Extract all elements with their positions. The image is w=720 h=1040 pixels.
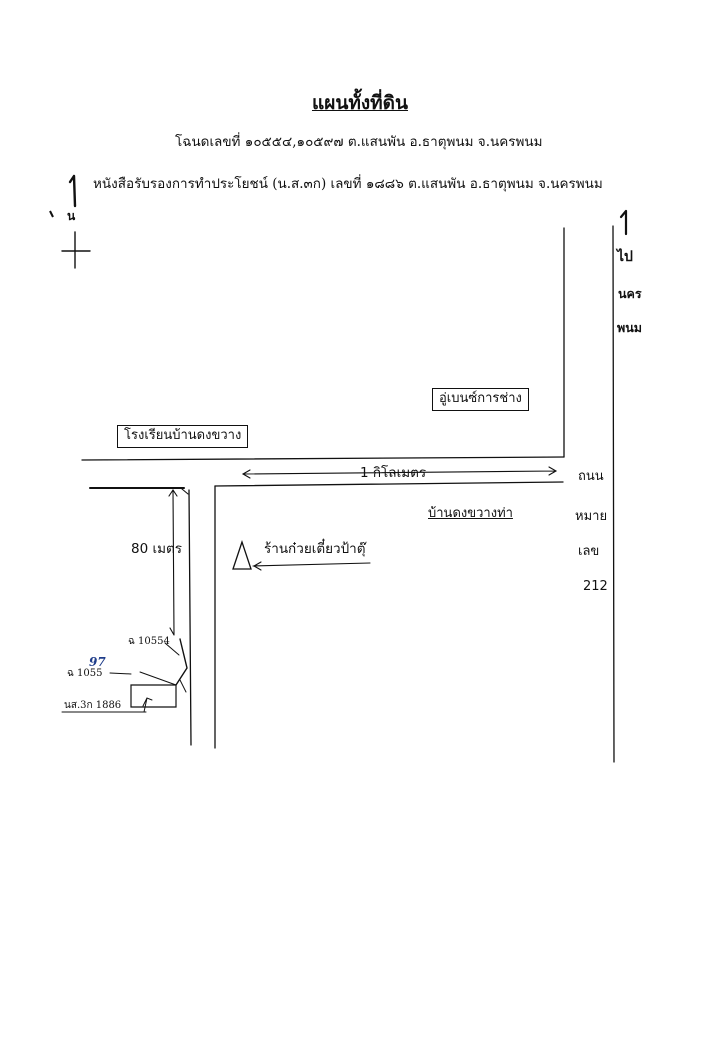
leader-ns3k-arrow <box>142 697 153 713</box>
direction-line-2: นคร <box>618 286 642 301</box>
direction-arrow <box>619 209 628 236</box>
ns3k-label: นส.3ก 1886 <box>64 700 122 711</box>
chanote-10554-label: ฉ 10554 <box>128 636 170 647</box>
main-road-top-edge <box>81 456 565 461</box>
direction-line-3: พนม <box>617 320 643 335</box>
shop-pointer <box>252 561 371 571</box>
highway-line-1: ถนน <box>578 469 604 484</box>
north-arrow-shaft <box>68 174 77 208</box>
highway-line-3: เลข <box>578 544 600 559</box>
parcel-diagonal <box>139 671 177 686</box>
school-label: โรงเรียนบ้านดงขวาง <box>117 425 249 448</box>
north-tick <box>49 210 54 218</box>
chanote-1055x-label: ฉ 1055 <box>67 668 103 679</box>
village-label: บ้านดงขวางท่า <box>428 506 513 521</box>
garage-label: อู่เบนซ์การช่าง <box>432 388 529 411</box>
certificate-subtitle: หนังสือรับรองการทำประโยชน์ (น.ส.๓ก) เลขท… <box>93 176 603 192</box>
north-label: น <box>67 209 76 223</box>
leader-1055x <box>109 672 132 675</box>
chanote-correction-label: 97 <box>89 655 106 669</box>
parcel-wedge <box>175 638 188 686</box>
highway-line-2: หมาย <box>575 509 608 524</box>
parcel-outline <box>130 684 177 708</box>
one-km-label: 1 กิโลเมตร <box>360 465 427 481</box>
parcel-edge-mark <box>179 679 187 693</box>
eighty-m-label: 80 เมตร <box>131 541 183 557</box>
direction-line-1: ไป <box>617 249 633 265</box>
north-cross <box>61 231 91 269</box>
main-road-bottom-edge-right <box>214 481 564 487</box>
highway-212-right-edge <box>612 225 615 763</box>
eighty-m-arrow <box>168 488 189 636</box>
shop-triangle <box>232 539 252 570</box>
deed-subtitle: โฉนดเลขที่ ๑๐๕๕๔,๑๐๕๙๗ ต.แสนพัน อ.ธาตุพน… <box>175 134 543 150</box>
page-title: แผนทั้งที่ดิน <box>311 92 409 114</box>
highway-line-4: 212 <box>583 579 608 594</box>
noodle-shop-label: ร้านก๋วยเตี๋ยวป้าตุ๊ <box>264 541 366 557</box>
leader-10554 <box>164 642 180 656</box>
one-km-arrow <box>241 466 558 479</box>
soi-left-edge <box>188 489 192 746</box>
